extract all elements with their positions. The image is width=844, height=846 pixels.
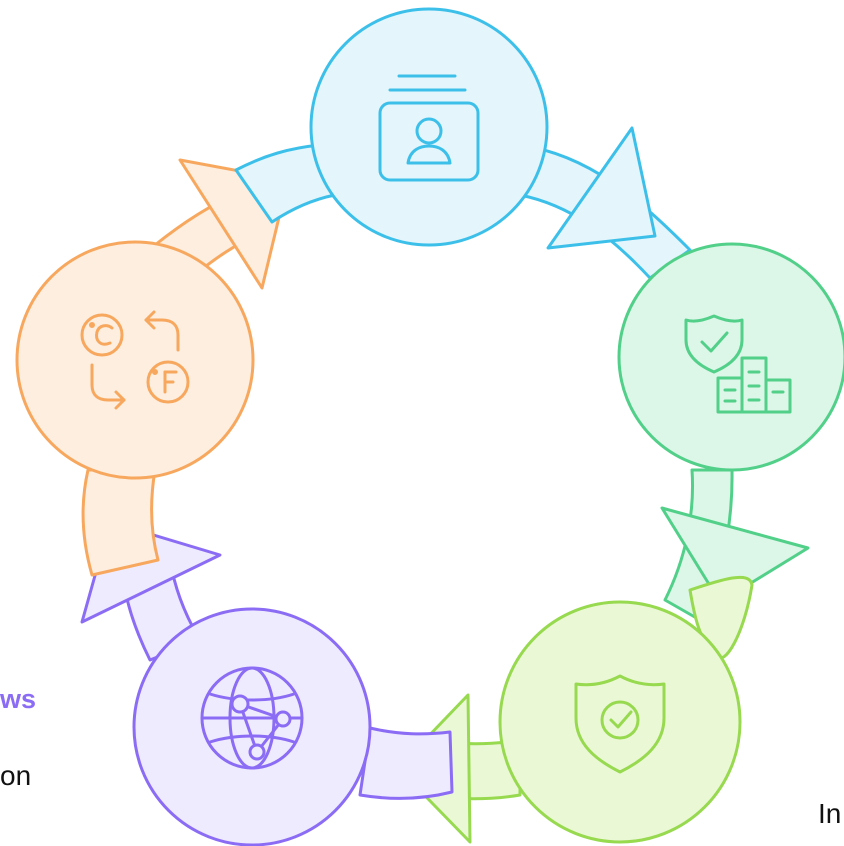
shield-check-icon — [574, 674, 666, 774]
node-bottom-left — [132, 607, 372, 846]
partial-heading-left: ws — [0, 684, 37, 714]
temperature-convert-icon — [80, 310, 190, 410]
partial-text-right: In — [818, 798, 842, 829]
arrow-top-to-right — [518, 126, 692, 280]
globe-network-icon — [200, 666, 304, 770]
node-right — [617, 242, 844, 472]
node-bottom-right — [498, 600, 742, 844]
node-top — [309, 7, 549, 247]
profile-card-icon — [378, 74, 480, 182]
partial-text-left: on — [0, 760, 32, 791]
shield-building-icon — [684, 314, 792, 414]
node-left — [15, 240, 255, 480]
